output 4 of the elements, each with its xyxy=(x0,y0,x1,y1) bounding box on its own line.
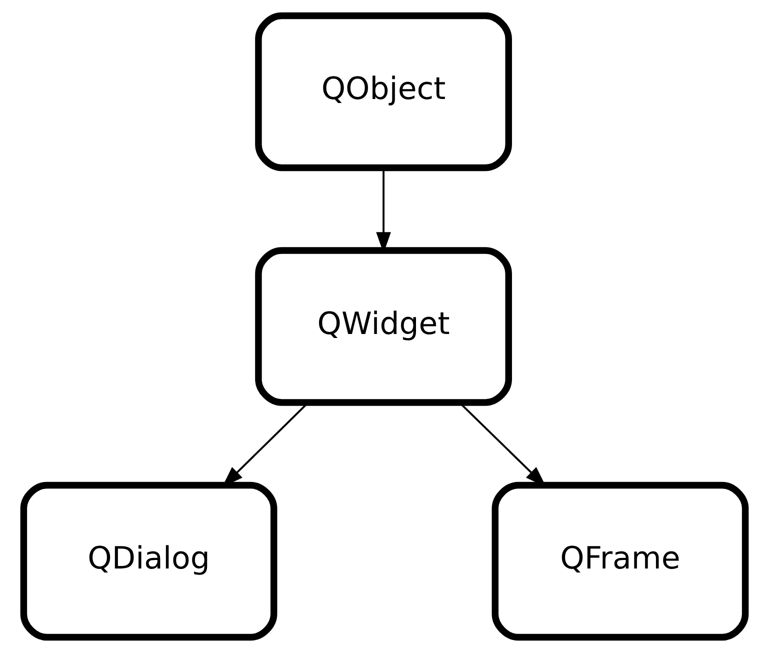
node-box: QDialog xyxy=(20,482,278,641)
node-box: QObject xyxy=(255,12,512,172)
node-box: QWidget xyxy=(255,247,512,406)
node-box: QFrame xyxy=(492,482,749,641)
